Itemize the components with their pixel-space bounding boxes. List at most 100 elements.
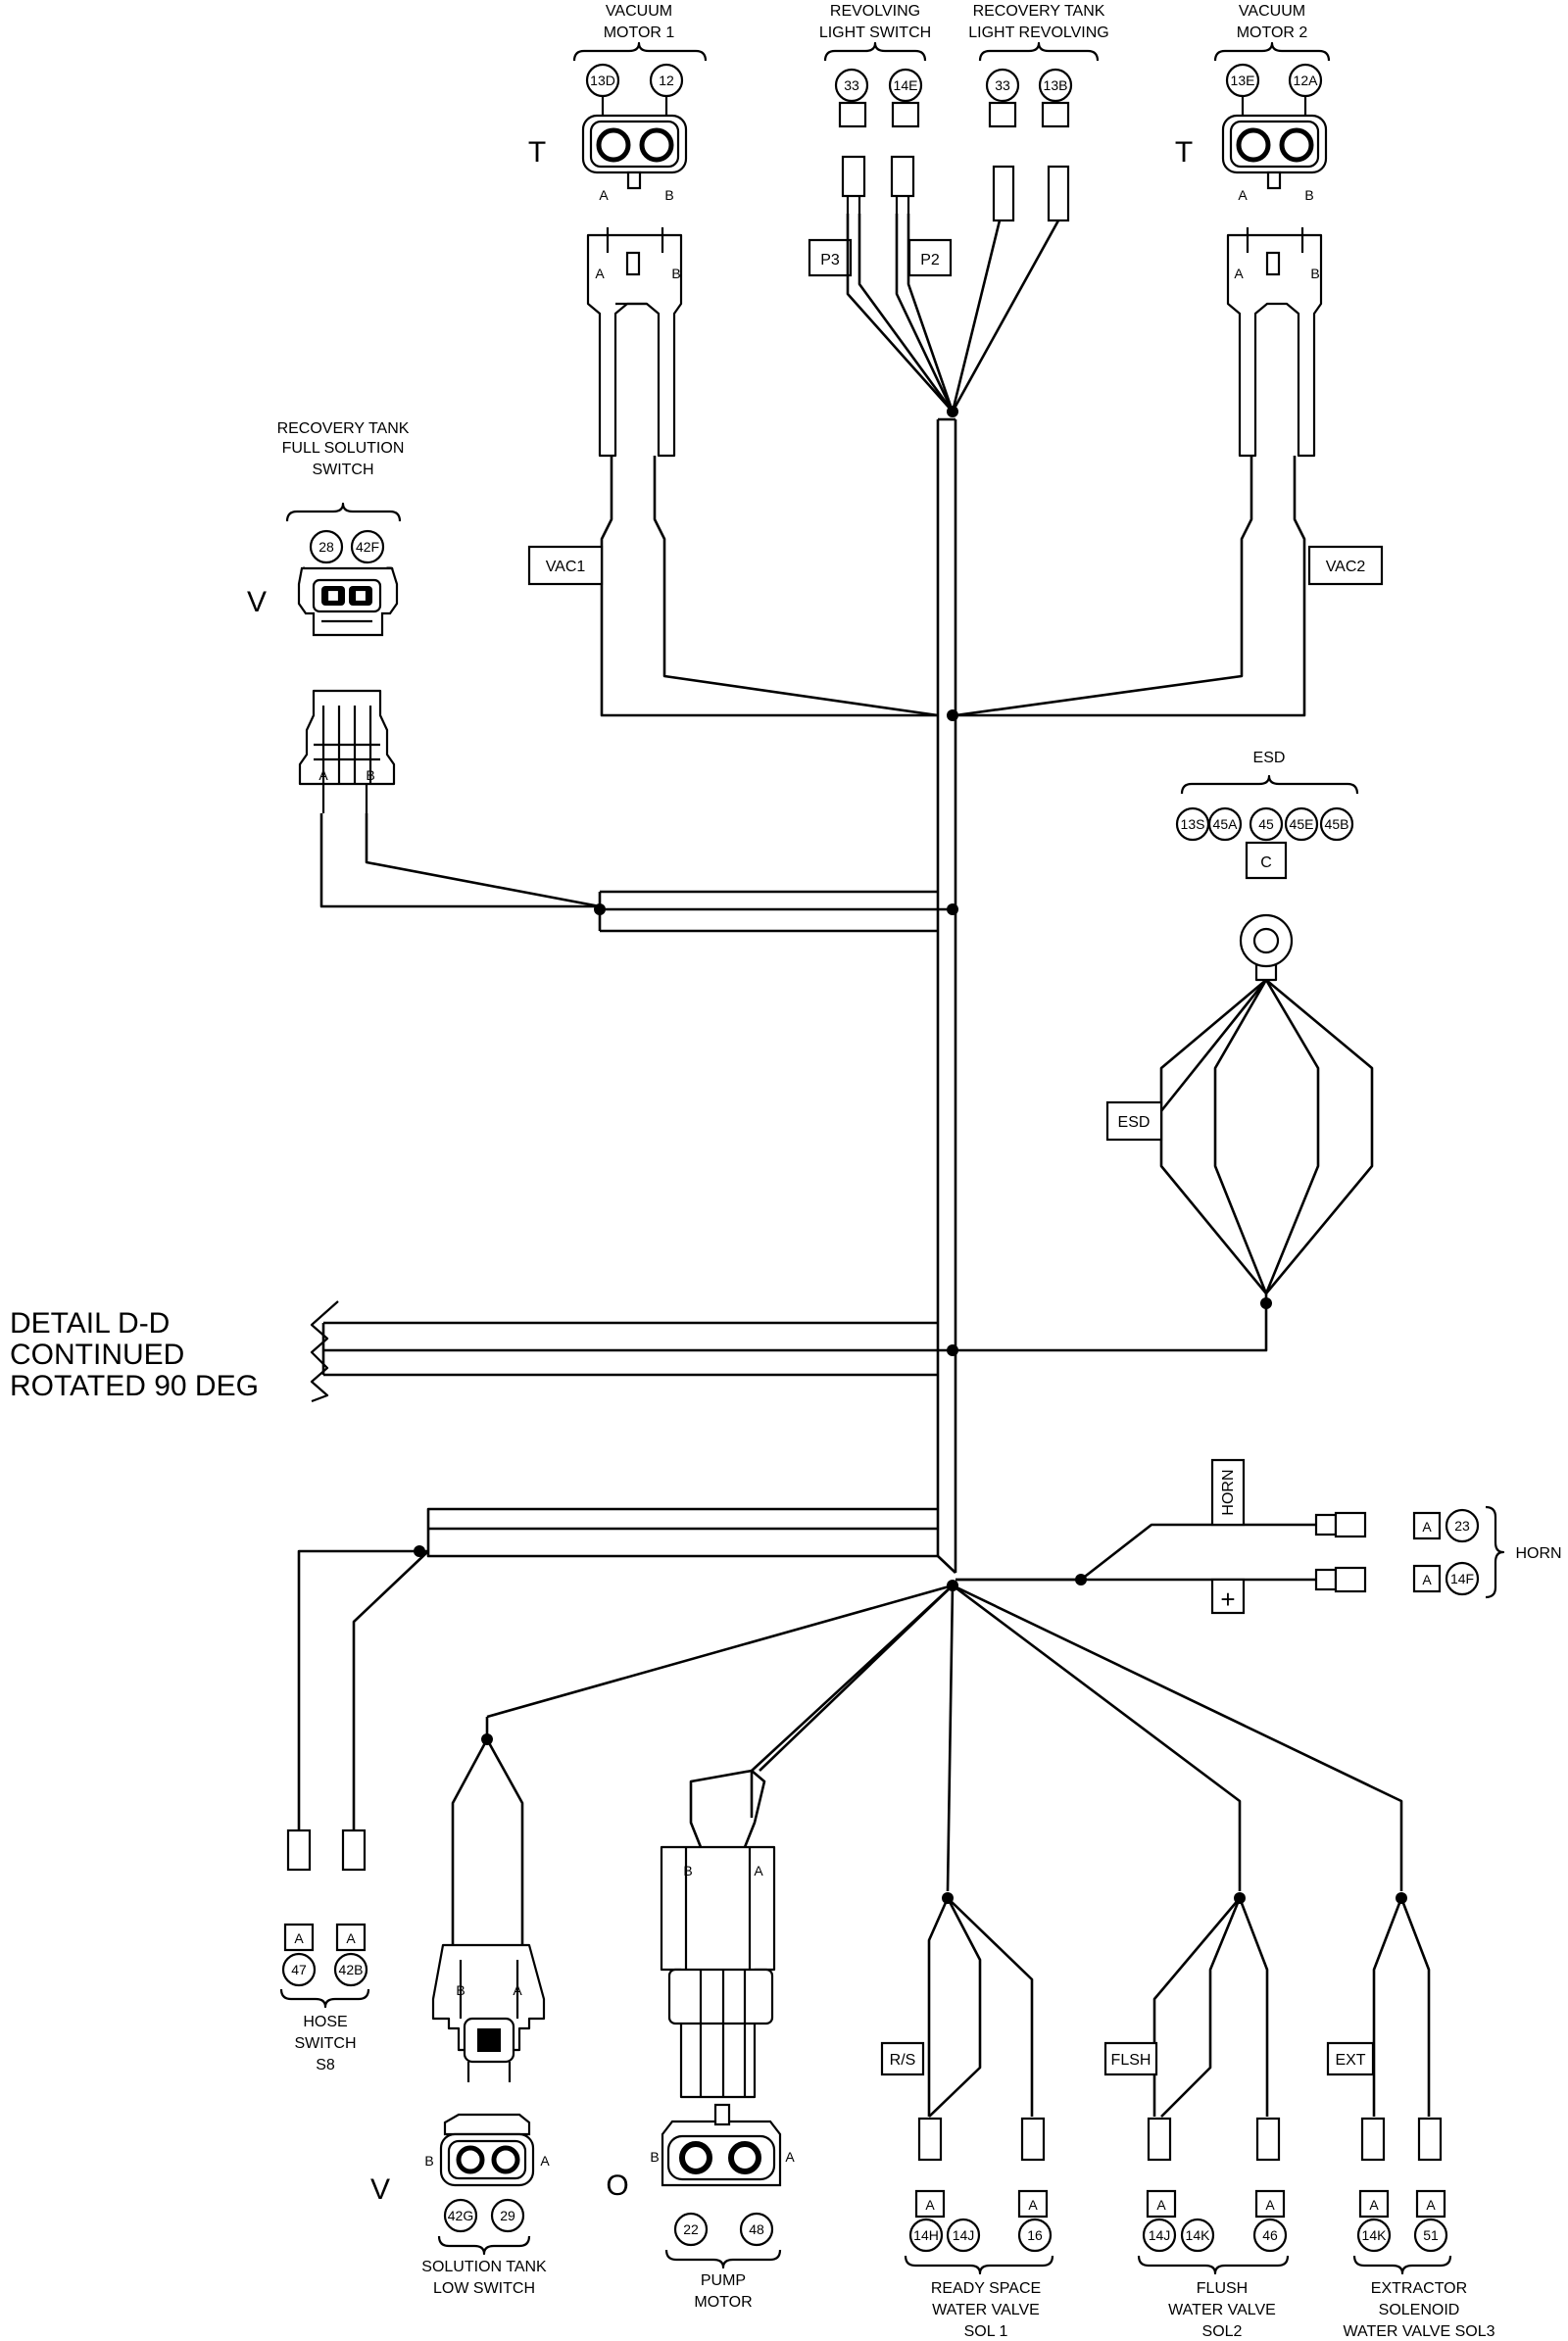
detail-label: DETAIL D-D CONTINUED ROTATED 90 DEG [10, 1300, 956, 1403]
esd-pin-4: 45E [1290, 816, 1314, 832]
recovery-full-title-3: SWITCH [312, 462, 373, 478]
detail-label-line-3: ROTATED 90 DEG [10, 1370, 259, 1402]
hose-switch-title-2: SWITCH [294, 2035, 356, 2052]
flsh-pin-1: 14J [1149, 2227, 1171, 2243]
rs-letter-2: A [1028, 2197, 1038, 2213]
extractor-valve: EXT A A 14K 51 EXTRACTOR SOLENOID WATER … [1326, 1892, 1495, 2340]
pump-motor: B A B A O 22 48 PUMP MOTOR [606, 1769, 795, 2311]
solution-low-title-2: LOW SWITCH [433, 2280, 535, 2297]
flsh-title-3: SOL2 [1202, 2323, 1243, 2340]
ext-letter-1: A [1369, 2197, 1379, 2213]
horn-tag [1210, 1458, 1246, 1527]
solution-low-letter-b: B [424, 2153, 433, 2169]
pump-title-1: PUMP [701, 2272, 746, 2289]
flsh-pin-2: 14K [1186, 2227, 1211, 2243]
recovery-tank-full-switch: RECOVERY TANK FULL SOLUTION SWITCH 28 42… [247, 420, 410, 813]
esd-title: ESD [1253, 750, 1286, 766]
ext-letter-2: A [1426, 2197, 1436, 2213]
pump-letter-a: A [785, 2149, 795, 2165]
vacuum-motor-1-title-1: VACUUM [606, 3, 672, 20]
esd: ESD 13S 45A 45 45E 45B C ESD [947, 750, 1374, 1356]
flsh-pin-3: 46 [1262, 2227, 1278, 2243]
ext-title-2: SOLENOID [1379, 2302, 1460, 2318]
vac2-tag-label: VAC2 [1326, 559, 1366, 575]
hose-switch-title-3: S8 [316, 2057, 335, 2073]
horn-tag-label: HORN [1220, 1469, 1237, 1515]
vac1-tag-label: VAC1 [546, 559, 586, 575]
svg-text:B: B [366, 767, 374, 783]
ext-pin-2: 51 [1423, 2227, 1439, 2243]
recovery-full-wires [319, 813, 958, 933]
vacuum-motor-1: VACUUM MOTOR 1 13D 12 T A B A B [528, 3, 708, 458]
recovery-tank-light-title-1: RECOVERY TANK [973, 3, 1105, 20]
esd-tag [1105, 1100, 1163, 1142]
rs-pin-1: 14H [913, 2227, 939, 2243]
pump-title-2: MOTOR [694, 2294, 752, 2311]
p3-tag [808, 238, 853, 277]
horn-pin-1: 23 [1454, 1518, 1470, 1534]
horn: A 23 A 14F HORN [1412, 1505, 1562, 1599]
pump-pin-2: 48 [749, 2221, 764, 2237]
esd-pin-2: 45A [1213, 816, 1239, 832]
vacuum-motor-1-letter-b: B [664, 187, 673, 203]
vac1-tag [527, 545, 604, 586]
hose-switch-pin-1: 47 [291, 1962, 307, 1977]
revolving-light-switch-title-2: LIGHT SWITCH [819, 24, 931, 41]
svg-text:B: B [1310, 266, 1319, 281]
vacuum-motor-2-wires: VAC2 [947, 456, 1384, 721]
vacuum-motor-1-title-2: MOTOR 1 [604, 24, 675, 41]
solution-low-letter-a: A [540, 2153, 550, 2169]
recovery-full-title-2: FULL SOLUTION [282, 440, 405, 457]
esd-terminal-label: C [1260, 854, 1272, 871]
ext-title-1: EXTRACTOR [1371, 2280, 1467, 2297]
flsh-title-1: FLUSH [1197, 2280, 1248, 2297]
vacuum-motor-2-pin-1: 13E [1231, 73, 1255, 88]
ready-space-valve: R/S A A 14H 14J 16 READY SPACE WATER VAL… [880, 1892, 1054, 2340]
recovery-full-pin-2: 42F [356, 539, 379, 555]
svg-text:A: A [513, 1982, 522, 1998]
esd-terminal-box [1245, 841, 1288, 880]
recovery-full-title-1: RECOVERY TANK [277, 420, 410, 437]
pump-letter-b: B [650, 2149, 659, 2165]
horn-pin-2: 14F [1450, 1571, 1474, 1586]
flush-valve: FLSH A A 14J 14K 46 FLUSH WATER VALVE SO… [1103, 1892, 1290, 2340]
vac2-tag [1307, 545, 1384, 586]
flsh-letter-2: A [1265, 2197, 1275, 2213]
hose-switch: A A 47 42B HOSE SWITCH S8 [279, 1829, 370, 2073]
hub-fanout [481, 1584, 1403, 1892]
vacuum-motor-2-title-1: VACUUM [1239, 3, 1305, 20]
rs-letter-1: A [925, 2197, 935, 2213]
esd-tag-label: ESD [1118, 1114, 1151, 1131]
p3-tag-label: P3 [820, 252, 840, 268]
vacuum-motor-2-type-letter: T [1175, 136, 1193, 169]
solution-low-pin-1: 42G [448, 2208, 473, 2223]
horn-plus-tag [1210, 1578, 1246, 1615]
flsh-letter-1: A [1156, 2197, 1166, 2213]
hose-switch-pin-2: 42B [339, 1962, 364, 1977]
rs-tag-label: R/S [890, 2052, 916, 2069]
rs-pin-3: 16 [1027, 2227, 1043, 2243]
solution-low-title-1: SOLUTION TANK [421, 2259, 547, 2275]
ext-pin-1: 14K [1362, 2227, 1388, 2243]
hose-switch-letter-2: A [346, 1930, 356, 1946]
pump-type-letter: O [606, 2170, 628, 2202]
recovery-tank-light-revolving: RECOVERY TANK LIGHT REVOLVING 33 13B [968, 3, 1109, 222]
horn-letter-1: A [1422, 1519, 1432, 1535]
flsh-title-2: WATER VALVE [1168, 2302, 1276, 2318]
detail-label-line-1: DETAIL D-D [10, 1307, 170, 1340]
svg-text:B: B [683, 1863, 692, 1878]
horn-letter-2: A [1422, 1572, 1432, 1587]
rs-title-2: WATER VALVE [932, 2302, 1040, 2318]
vacuum-motor-1-type-letter: T [528, 136, 546, 169]
recovery-tank-light-pin-1: 33 [995, 77, 1010, 93]
pump-pin-1: 22 [683, 2221, 699, 2237]
hose-switch-branch [297, 1507, 958, 1830]
svg-text:B: B [456, 1982, 465, 1998]
svg-text:A: A [595, 266, 605, 281]
horn-branch: HORN + [956, 1458, 1367, 1615]
recovery-tank-light-title-2: LIGHT REVOLVING [968, 24, 1108, 41]
p2-tag-label: P2 [920, 252, 940, 268]
horn-title: HORN [1515, 1545, 1561, 1562]
svg-text:A: A [754, 1863, 763, 1878]
